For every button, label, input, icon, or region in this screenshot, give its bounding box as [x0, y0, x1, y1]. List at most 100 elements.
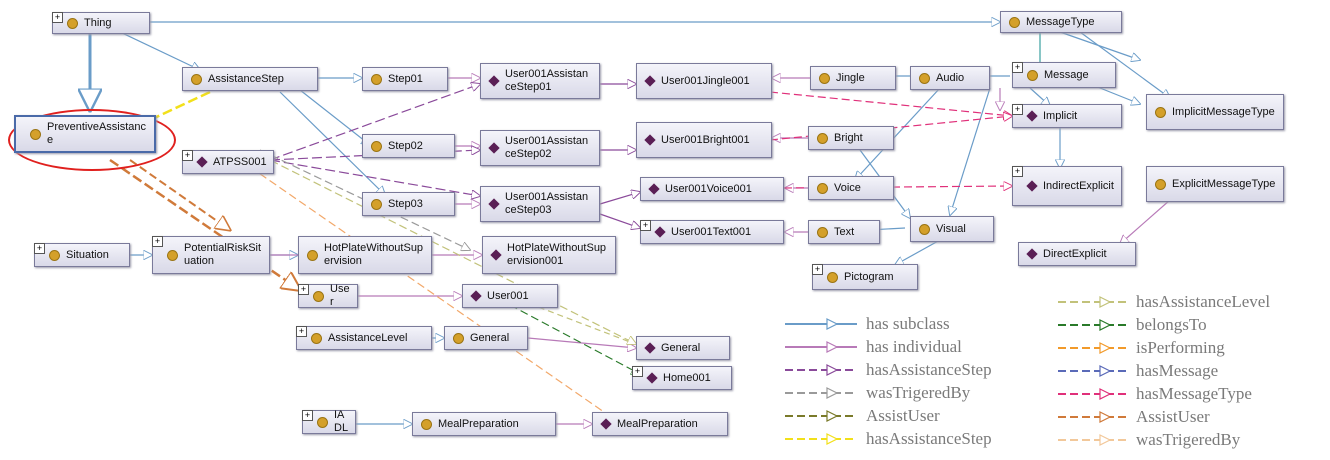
- node-pictogram[interactable]: +Pictogram: [812, 264, 918, 290]
- node-step03[interactable]: Step03: [362, 192, 455, 216]
- individual-icon: [600, 418, 612, 430]
- individual-icon: [644, 75, 656, 87]
- class-icon: [1155, 178, 1166, 190]
- class-icon: [313, 290, 324, 302]
- expand-icon[interactable]: +: [812, 264, 823, 275]
- individual-icon: [646, 372, 658, 384]
- node-implicit[interactable]: +Implicit: [1012, 104, 1122, 128]
- node-ua-step01[interactable]: User001AssistanceStep01: [480, 63, 600, 99]
- node-implicit-message-type[interactable]: ImplicitMessageType: [1146, 94, 1284, 130]
- class-icon: [67, 17, 78, 29]
- node-jingle001[interactable]: User001Jingle001: [636, 63, 772, 99]
- expand-icon[interactable]: +: [34, 243, 45, 254]
- node-bright001[interactable]: User001Bright001: [636, 122, 772, 158]
- individual-icon: [490, 249, 502, 261]
- class-icon: [317, 416, 328, 428]
- node-message[interactable]: +Message: [1012, 62, 1116, 88]
- node-atpss001[interactable]: +ATPSS001: [182, 150, 274, 174]
- node-text001[interactable]: +User001Text001: [640, 220, 784, 244]
- node-explicit-message-type[interactable]: ExplicitMessageType: [1146, 166, 1284, 202]
- class-icon: [371, 140, 382, 152]
- expand-icon[interactable]: +: [1012, 166, 1023, 177]
- individual-icon: [1026, 180, 1038, 192]
- node-situation[interactable]: +Situation: [34, 243, 130, 267]
- legend-arrow: [1099, 319, 1112, 331]
- node-visual[interactable]: Visual: [910, 216, 994, 242]
- expand-icon[interactable]: +: [1012, 104, 1023, 115]
- legend-arrow: [826, 341, 839, 353]
- node-user001[interactable]: User001: [462, 284, 558, 308]
- class-icon: [1155, 106, 1166, 118]
- node-home001[interactable]: +Home001: [632, 366, 732, 390]
- expand-icon[interactable]: +: [52, 12, 63, 23]
- class-icon: [919, 72, 930, 84]
- node-voice001[interactable]: User001Voice001: [640, 177, 784, 201]
- legend-arrow: [826, 318, 839, 330]
- expand-icon[interactable]: +: [1012, 62, 1023, 73]
- expand-icon[interactable]: +: [152, 236, 163, 247]
- individual-icon: [654, 226, 666, 238]
- node-message-type[interactable]: MessageType: [1000, 11, 1122, 33]
- expand-icon[interactable]: +: [302, 410, 313, 421]
- class-icon: [371, 73, 382, 85]
- class-icon: [311, 332, 322, 344]
- individual-icon: [488, 75, 500, 87]
- node-hotplate001[interactable]: HotPlateWithoutSupervision001: [482, 236, 616, 274]
- legend-arrow: [826, 387, 839, 399]
- individual-icon: [644, 342, 656, 354]
- expand-icon[interactable]: +: [632, 366, 643, 377]
- legend-label: hasAssistanceStep: [866, 360, 992, 379]
- legend-label: wasTrigeredBy: [866, 383, 971, 402]
- node-preventive-assistance[interactable]: +PreventiveAssistance: [14, 115, 156, 153]
- legend-label: AssistUser: [866, 406, 940, 425]
- node-bright[interactable]: Bright: [808, 126, 894, 150]
- class-icon: [817, 182, 828, 194]
- legend-arrow: [1099, 434, 1112, 446]
- node-direct-explicit[interactable]: DirectExplicit: [1018, 242, 1136, 266]
- node-indirect-explicit[interactable]: +IndirectExplicit: [1012, 166, 1122, 206]
- node-assistance-step[interactable]: AssistanceStep: [182, 67, 318, 91]
- individual-icon: [644, 134, 656, 146]
- expand-icon[interactable]: +: [640, 220, 651, 231]
- expand-icon[interactable]: +: [298, 284, 309, 295]
- legend-arrow: [1099, 365, 1112, 377]
- class-icon: [371, 198, 382, 210]
- class-icon: [1027, 69, 1038, 81]
- legend-arrow: [1099, 388, 1112, 400]
- node-meal-preparation[interactable]: MealPreparation: [412, 412, 556, 436]
- node-step02[interactable]: Step02: [362, 134, 455, 158]
- node-general[interactable]: General: [444, 326, 528, 350]
- individual-icon: [1026, 248, 1038, 260]
- node-iadl[interactable]: +IADL: [302, 409, 356, 434]
- node-ua-step03[interactable]: User001AssistanceStep03: [480, 186, 600, 222]
- node-voice[interactable]: Voice: [808, 176, 894, 200]
- legend-label: hasMessage: [1136, 361, 1219, 380]
- node-jingle[interactable]: Jingle: [810, 66, 896, 90]
- individual-icon: [196, 156, 208, 168]
- node-general-ind[interactable]: General: [636, 336, 730, 360]
- node-assistance-level[interactable]: +AssistanceLevel: [296, 326, 432, 350]
- class-icon: [817, 226, 828, 238]
- class-icon: [453, 332, 464, 344]
- legend-arrow: [826, 410, 839, 422]
- legend-label: isPerforming: [1136, 338, 1225, 357]
- individual-icon: [470, 290, 482, 302]
- expand-icon[interactable]: +: [296, 326, 307, 337]
- node-thing[interactable]: +Thing: [52, 12, 150, 34]
- class-icon: [421, 418, 432, 430]
- node-audio[interactable]: Audio: [910, 66, 990, 90]
- node-text[interactable]: Text: [808, 220, 880, 244]
- legend-arrow: [1099, 296, 1112, 308]
- legend-label: has subclass: [866, 314, 950, 333]
- highlight-ring: [8, 109, 176, 171]
- node-step01[interactable]: Step01: [362, 67, 448, 91]
- individual-icon: [1026, 110, 1038, 122]
- expand-icon[interactable]: +: [182, 150, 193, 161]
- node-meal-preparation-ind[interactable]: MealPreparation: [592, 412, 728, 436]
- legend-arrow: [1099, 342, 1112, 354]
- class-icon: [30, 128, 41, 140]
- node-potential-risk-situation[interactable]: +PotentialRiskSituation: [152, 236, 270, 274]
- node-hotplate[interactable]: HotPlateWithoutSupervision: [298, 236, 432, 274]
- node-ua-step02[interactable]: User001AssistanceStep02: [480, 130, 600, 166]
- node-user[interactable]: +User: [298, 283, 358, 308]
